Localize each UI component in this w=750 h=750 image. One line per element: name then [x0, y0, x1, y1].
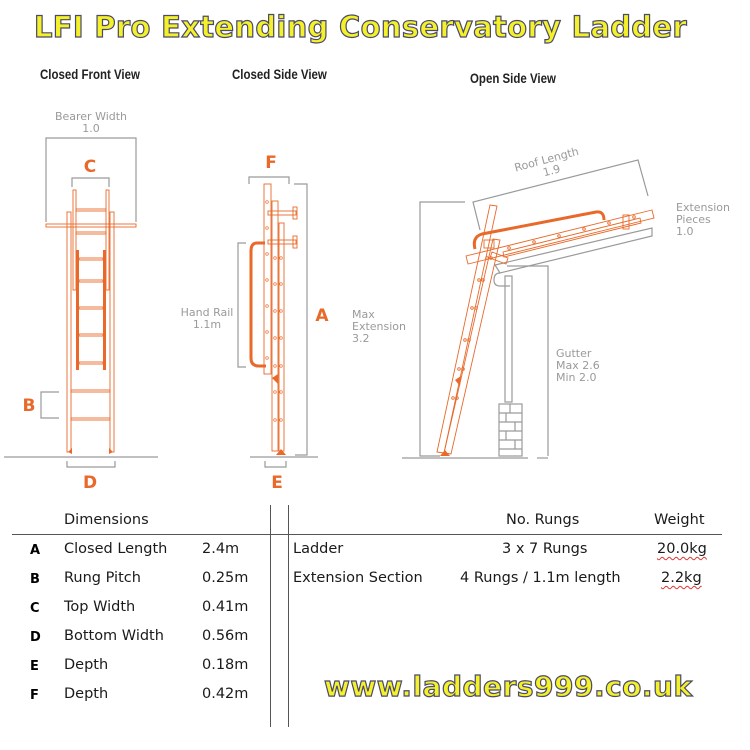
letter-f: F	[265, 153, 277, 173]
closed-front-view-label: Closed Front View	[40, 66, 140, 82]
extension-pieces-label: Extension	[676, 201, 730, 214]
letter-e: E	[271, 473, 283, 493]
svg-text:Extension: Extension	[352, 320, 406, 333]
open-side-view: Max Extension 3.2 Roof Length 1.9 Extens…	[352, 145, 730, 459]
gutter-max: Max 2.6	[556, 359, 600, 372]
bearer-bar	[45, 223, 137, 228]
roof-length-value: 1.9	[541, 162, 561, 179]
letter-b: B	[23, 396, 36, 416]
rungs-header: No. Rungs	[506, 512, 580, 528]
bearer-width-label: Bearer Width	[55, 110, 127, 123]
closed-side-view: F A Hand Rail 1.1m	[181, 153, 330, 493]
letter-d: D	[83, 473, 97, 493]
open-side-view-label: Open Side View	[470, 70, 556, 86]
website-link[interactable]: www.ladders999.co.uk	[323, 669, 693, 703]
max-extension-value: 3.2	[352, 332, 370, 345]
weight-header: Weight	[654, 512, 705, 528]
table-divider	[12, 534, 457, 535]
top-width-bracket	[71, 177, 110, 187]
gutter-label: Gutter	[556, 347, 592, 360]
hand-rail-label: Hand Rail	[181, 306, 234, 319]
letter-a: A	[315, 306, 329, 326]
letter-c: C	[84, 157, 96, 177]
hand-rail-value: 1.1m	[193, 318, 221, 331]
dimensions-header: Dimensions	[64, 512, 149, 528]
bearer-width-value: 1.0	[82, 122, 100, 135]
max-extension-label: Max	[352, 308, 375, 321]
ladder-diagram: Bearer Width 1.0 C B	[4, 110, 730, 493]
svg-text:Pieces: Pieces	[676, 213, 711, 226]
page-title: LFI Pro Extending Conservatory Ladder	[33, 9, 687, 44]
extension-pieces-value: 1.0	[676, 225, 694, 238]
bearer-width-bracket	[45, 137, 137, 222]
closed-front-view: Bearer Width 1.0 C B	[4, 110, 158, 493]
gutter-min: Min 2.0	[556, 371, 597, 384]
closed-side-view-label: Closed Side View	[232, 66, 327, 82]
table-vertical-divider	[270, 505, 271, 727]
